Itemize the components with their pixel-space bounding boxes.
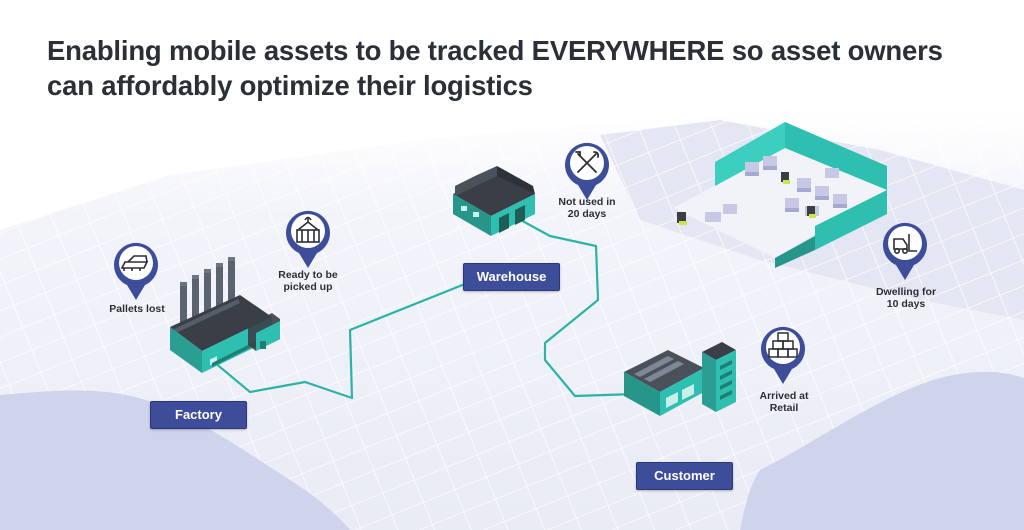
warehouse-label: Warehouse — [463, 263, 560, 291]
route-factory-warehouse — [213, 280, 471, 400]
storage-facility-building — [673, 122, 887, 268]
water-right — [740, 371, 1024, 530]
headline-line-1: Enabling mobile assets to be tracked EVE… — [47, 35, 943, 66]
customer-label: Customer — [636, 462, 733, 490]
forklift-icon — [883, 222, 927, 280]
status-pallets-lost: Pallets lost — [109, 303, 165, 315]
water-left — [0, 390, 350, 530]
status-not-used: Not used in 20 days — [558, 196, 616, 220]
headline: Enabling mobile assets to be tracked EVE… — [47, 33, 997, 103]
hoisted-container-icon — [286, 210, 330, 268]
route-lines — [213, 217, 636, 400]
status-arrived-at-retail: Arrived at Retail — [759, 390, 809, 414]
retail-building — [624, 342, 736, 416]
status-dwelling: Dwelling for 10 days — [875, 286, 937, 310]
route-warehouse-storage — [516, 217, 636, 398]
tools-icon — [565, 142, 609, 200]
factory-label: Factory — [150, 401, 247, 429]
headline-line-2: can affordably optimize their logistics — [47, 70, 533, 101]
factory-building — [170, 257, 280, 373]
stacked-boxes-icon — [761, 326, 805, 384]
warehouse-building — [453, 166, 535, 236]
status-ready-to-be-picked-up: Ready to be picked up — [278, 269, 338, 293]
pallet-icon — [114, 242, 158, 300]
